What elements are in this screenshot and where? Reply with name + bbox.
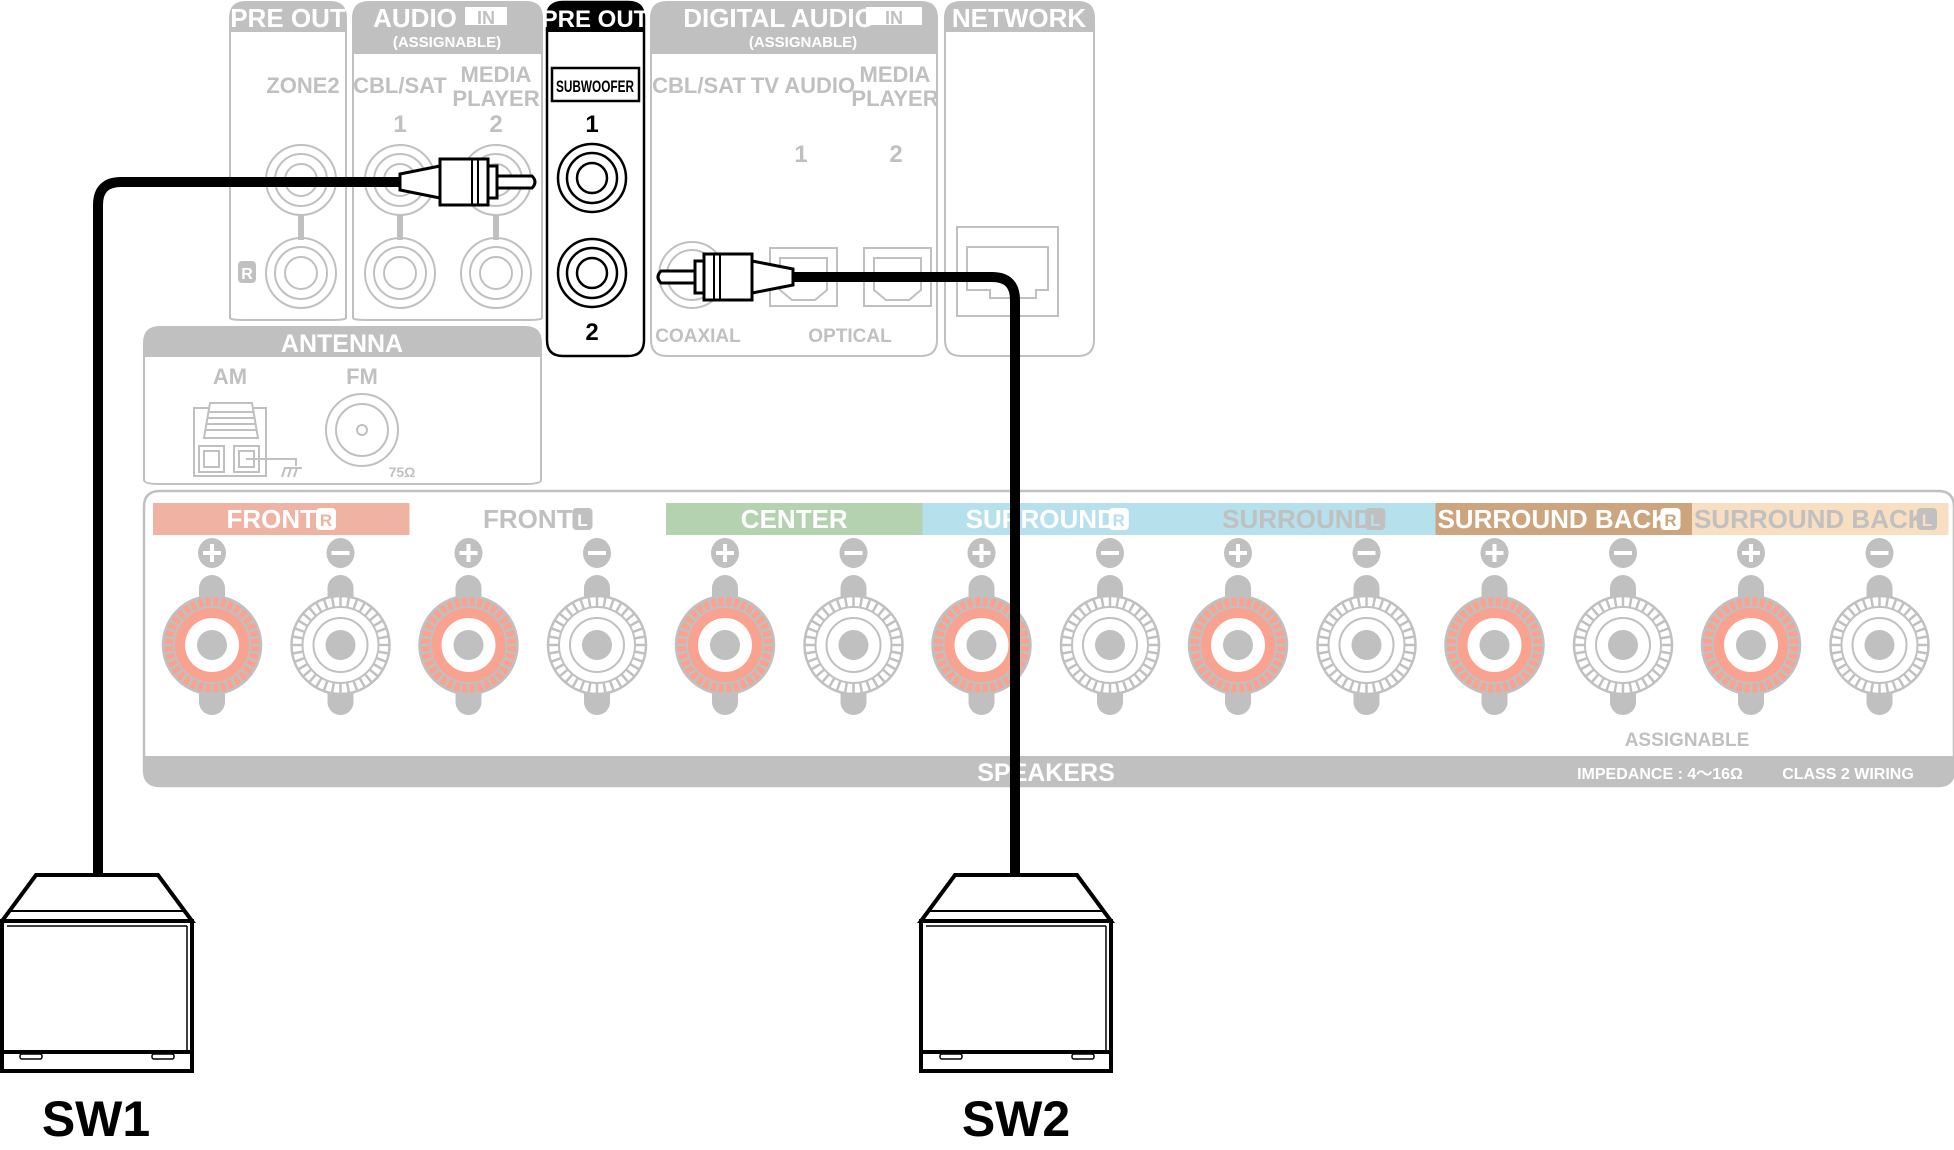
- channel-label: SURROUND BACK: [1694, 504, 1927, 534]
- subwoofer-jack-2[interactable]: [556, 237, 628, 309]
- ethernet-port[interactable]: [956, 226, 1059, 317]
- speaker-terminal-negative[interactable]: [1059, 538, 1161, 715]
- channel-label: SURROUND: [1222, 504, 1372, 534]
- cable-sw2[interactable]: [656, 252, 1020, 875]
- am-antenna-terminal[interactable]: [193, 402, 302, 478]
- subwoofer-jack-1[interactable]: [556, 142, 628, 214]
- channel-side-badge: R: [1113, 511, 1125, 530]
- subwoofer-sw1: SW1: [0, 873, 196, 1147]
- am-label: AM: [213, 364, 247, 389]
- speaker-terminal-negative[interactable]: [290, 538, 391, 715]
- panel-title: DIGITAL AUDIO: [683, 3, 875, 33]
- cable-sw1[interactable]: [93, 157, 537, 875]
- assignable-subtitle: (ASSIGNABLE): [749, 34, 857, 51]
- panel-pre-out-zone2: PRE OUT ZONE2 R: [229, 1, 347, 321]
- speaker-terminal-negative[interactable]: [1572, 538, 1674, 715]
- speaker-terminal-negative[interactable]: [1829, 538, 1930, 715]
- panel-title: PRE OUT: [542, 6, 649, 33]
- channel-label: FRONT: [483, 504, 573, 534]
- speaker-terminal-positive[interactable]: [1187, 538, 1289, 715]
- input-number-1: 1: [393, 111, 406, 138]
- sw1-label: SW1: [42, 1091, 150, 1147]
- subwoofer-sw2: SW2: [917, 873, 1115, 1147]
- speaker-terminal-negative[interactable]: [546, 538, 648, 715]
- channel-side-badge: R: [1664, 511, 1676, 530]
- sw2-label: SW2: [962, 1091, 1070, 1147]
- coaxial-label: COAXIAL: [655, 326, 741, 347]
- panel-pre-out-subwoofer: PRE OUT SUBWOOFER 1 2: [542, 0, 649, 358]
- speaker-terminal-positive[interactable]: [418, 538, 519, 715]
- panel-title: AUDIO: [373, 3, 457, 33]
- speakers-title: SPEAKERS: [977, 759, 1115, 787]
- subwoofer-label: SUBWOOFER: [556, 77, 634, 96]
- fm-impedance-label: 75Ω: [389, 464, 416, 480]
- fm-label: FM: [346, 364, 378, 389]
- rca-jack-zone2-r[interactable]: [265, 237, 337, 309]
- rca-jack-audio-1-r[interactable]: [364, 237, 436, 309]
- panel-title: NETWORK: [952, 3, 1087, 33]
- speaker-terminal-positive[interactable]: [931, 538, 1032, 715]
- channel-label: CENTER: [741, 504, 848, 534]
- panel-digital-audio-in: DIGITAL AUDIO IN (ASSIGNABLE) CBL/SAT TV…: [650, 1, 939, 357]
- panel-antenna: ANTENNA AM FM 75Ω: [143, 326, 542, 485]
- optical-number-2: 2: [889, 141, 902, 168]
- speaker-terminal-positive[interactable]: [161, 538, 263, 715]
- in-badge: IN: [885, 8, 903, 28]
- input-label-cbl-sat: CBL/SAT: [353, 73, 447, 98]
- channel-side-badge: L: [1922, 511, 1932, 530]
- channel-center: CENTER: [666, 503, 923, 535]
- channel-label: SURROUND: [966, 504, 1116, 534]
- channel-side-badge: L: [577, 511, 587, 530]
- right-channel-badge: R: [241, 266, 253, 283]
- speaker-terminal-positive[interactable]: [1444, 538, 1545, 715]
- rca-jack-audio-2-r[interactable]: [460, 237, 532, 309]
- speaker-terminal-negative[interactable]: [803, 538, 904, 715]
- panel-title: ANTENNA: [281, 330, 403, 358]
- assignable-label: ASSIGNABLE: [1625, 730, 1750, 751]
- input-number-2: 2: [489, 111, 502, 138]
- input-label-tv-audio: TV AUDIO: [751, 73, 855, 98]
- channel-label: SURROUND BACK: [1437, 504, 1670, 534]
- input-label-cbl-sat: CBL/SAT: [652, 73, 746, 98]
- optical-label: OPTICAL: [808, 326, 892, 347]
- fm-antenna-connector[interactable]: [325, 393, 399, 467]
- panel-title: PRE OUT: [230, 3, 346, 33]
- class2-wiring-label: CLASS 2 WIRING: [1782, 766, 1914, 783]
- speaker-terminal-negative[interactable]: [1316, 538, 1417, 715]
- panel-network: NETWORK: [944, 1, 1095, 357]
- speaker-terminal-positive[interactable]: [1700, 538, 1802, 715]
- in-badge: IN: [477, 8, 495, 28]
- optical-number-1: 1: [794, 141, 807, 168]
- speaker-terminal-positive[interactable]: [674, 538, 776, 715]
- channel-side-badge: R: [320, 511, 332, 530]
- channel-side-badge: L: [1370, 511, 1380, 530]
- zone2-label: ZONE2: [266, 73, 339, 98]
- impedance-label: IMPEDANCE : 4〜16Ω: [1577, 766, 1743, 783]
- subwoofer-number-2: 2: [585, 319, 598, 346]
- subwoofer-number-1: 1: [585, 111, 598, 138]
- assignable-subtitle: (ASSIGNABLE): [393, 34, 501, 51]
- channel-label: FRONT: [226, 504, 316, 534]
